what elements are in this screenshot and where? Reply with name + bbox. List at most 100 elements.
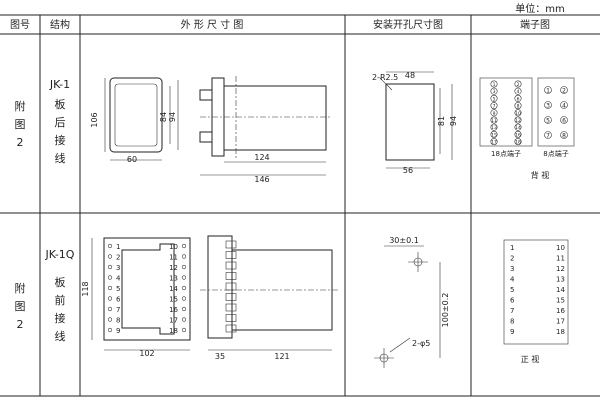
terminal-number: 5 (493, 96, 496, 102)
row2-structure-char: 线 (55, 329, 66, 343)
row1-terminal-18-label: 18点端子 (491, 149, 521, 158)
row2-dim-118: 118 (81, 281, 90, 296)
terminal-dot (181, 327, 187, 333)
terminal-circle (514, 123, 522, 131)
terminal-number: 3 (546, 103, 550, 110)
row1-mount-radius: 2-R2.5 (372, 73, 398, 82)
terminal-number: 3 (116, 264, 120, 272)
terminal-number: 11 (556, 255, 565, 263)
row1-mount-56: 56 (403, 166, 413, 175)
terminal-number: 12 (515, 118, 521, 124)
terminal-number: 6 (116, 296, 121, 304)
terminal-stud (225, 314, 237, 322)
terminal-circle (544, 131, 552, 139)
terminal-number: 10 (169, 243, 178, 251)
terminal-number: 4 (510, 276, 515, 284)
terminal-circle (514, 116, 522, 124)
terminal-number: 6 (510, 297, 515, 305)
header-outline: 外 形 尺 寸 图 (181, 18, 244, 31)
row1-mount-hole (379, 71, 453, 169)
table-grid (0, 14, 600, 397)
row2-terminal-box (503, 239, 569, 345)
terminal-circle (560, 131, 568, 139)
terminal-circle (514, 138, 522, 146)
terminal-number: 10 (515, 111, 521, 117)
row2-fig-char: 2 (17, 318, 24, 331)
row1-fig-char: 附 (15, 99, 26, 113)
terminal-circle (490, 80, 498, 88)
terminal-dot (107, 254, 113, 259)
terminal-circle (490, 130, 498, 138)
terminal-dot (181, 285, 187, 291)
terminal-number: 5 (116, 285, 120, 293)
terminal-circle (514, 130, 522, 138)
row1-dim-60: 60 (127, 155, 137, 164)
row2-dim-35: 35 (215, 352, 225, 361)
row2-structure-char: 接 (55, 312, 66, 325)
terminal-dot (181, 243, 187, 249)
terminal-number: 1 (510, 244, 514, 252)
header-fig-no: 图号 (10, 19, 30, 31)
row1-dim-106: 106 (90, 112, 99, 127)
terminal-number: 16 (515, 132, 521, 138)
row1-structure-char: 接 (55, 134, 66, 147)
terminal-number: 7 (493, 104, 496, 110)
terminal-number: 11 (491, 118, 497, 124)
terminal-number: 9 (510, 328, 514, 336)
terminal-dot (107, 296, 113, 301)
terminal-dot (107, 327, 113, 333)
terminal-number: 10 (556, 244, 565, 252)
terminal-stud (225, 240, 237, 249)
terminal-number: 1 (546, 88, 550, 95)
terminal-stud (225, 324, 237, 333)
row2-front-panel (91, 237, 191, 351)
terminal-stud (225, 251, 237, 259)
terminal-dot (107, 317, 113, 322)
row1-mount-81: 81 (437, 116, 446, 126)
terminal-stud (225, 293, 237, 301)
terminal-number: 8 (510, 318, 514, 326)
header-mount-hole: 安装开孔尺寸图 (373, 18, 443, 31)
row1-mount-94: 94 (449, 116, 458, 126)
terminal-number: 14 (169, 285, 178, 293)
terminal-dot (181, 296, 187, 301)
terminal-circle (490, 123, 498, 131)
row1-back-view-label: 背 视 (531, 170, 550, 180)
terminal-number: 16 (556, 307, 565, 315)
terminal-dot (181, 264, 187, 270)
row1-dim-124: 124 (254, 153, 269, 162)
terminal-number: 17 (169, 317, 178, 325)
terminal-dot (107, 285, 113, 291)
terminal-number: 8 (517, 104, 520, 110)
row2-mount-30: 30±0.1 (389, 236, 419, 245)
row2-fig-char: 图 (15, 300, 26, 313)
terminal-circle (490, 109, 498, 117)
terminal-circle (514, 102, 522, 110)
terminal-number: 18 (169, 327, 178, 335)
row1-dim-146: 146 (254, 175, 269, 184)
row2-model: JK-1Q (45, 248, 75, 261)
terminal-number: 16 (169, 306, 178, 314)
terminal-circle (544, 101, 552, 109)
terminal-circle (544, 86, 552, 94)
terminal-circle (560, 86, 568, 94)
terminal-number: 5 (510, 286, 514, 294)
terminal-circle (514, 80, 522, 88)
row1-fig-char: 2 (17, 136, 24, 149)
terminal-stud (225, 261, 237, 270)
terminal-number: 13 (491, 125, 497, 131)
row1-front-view (104, 77, 179, 161)
terminal-number: 1 (493, 82, 496, 88)
row1-dim-94: 94 (168, 112, 177, 122)
terminal-number: 12 (556, 265, 565, 273)
terminal-dot (107, 275, 113, 280)
row2-fig-char: 附 (15, 281, 26, 295)
terminal-number: 12 (169, 264, 178, 272)
row1-terminal-8-label: 8点端子 (543, 149, 568, 158)
row1-model: JK-1 (49, 78, 70, 91)
terminal-dot (107, 243, 113, 249)
